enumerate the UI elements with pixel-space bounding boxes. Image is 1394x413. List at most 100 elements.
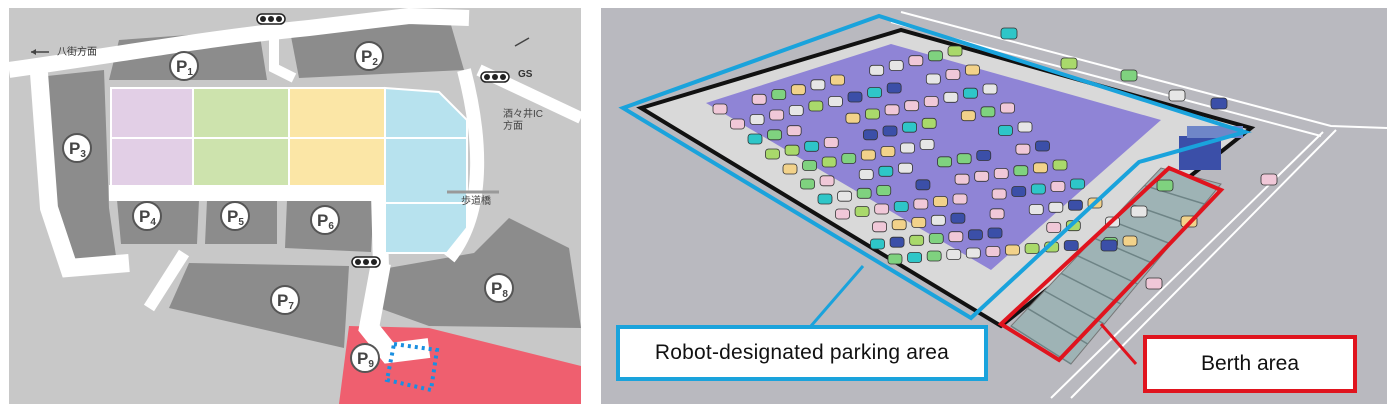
vehicle — [1060, 57, 1078, 70]
road-central — [109, 185, 389, 269]
label-footbridge: 歩道橋 — [461, 194, 491, 207]
vehicle — [1145, 277, 1163, 290]
vehicle — [1120, 69, 1138, 82]
parked-car — [1000, 102, 1015, 114]
parked-car — [946, 249, 962, 260]
parked-car — [767, 129, 782, 141]
parked-car — [863, 129, 878, 141]
parked-car — [712, 103, 728, 115]
lot-badge-subscript: 8 — [502, 289, 508, 300]
parked-car — [1122, 235, 1138, 247]
lot-badge-subscript: 3 — [80, 149, 86, 160]
parked-car — [1046, 222, 1062, 233]
road-east — [443, 68, 485, 263]
parked-car — [854, 206, 870, 217]
lot-badge-subscript: 2 — [372, 57, 378, 68]
robot-area-outline — [618, 13, 1252, 321]
parked-car — [1028, 204, 1044, 215]
lot-badge-p4: P4 — [132, 201, 162, 231]
parked-car — [819, 175, 835, 187]
parked-car — [856, 187, 872, 199]
parked-car — [1017, 121, 1033, 133]
parked-car — [1048, 201, 1064, 213]
parked-car — [790, 84, 806, 96]
parked-car — [858, 169, 874, 180]
parked-car — [1070, 178, 1085, 190]
parked-car — [947, 45, 963, 57]
lot-badge-subscript: 7 — [288, 301, 294, 312]
lot-badge-subscript: 4 — [150, 217, 156, 228]
robot-area-callout: Robot-designated parking area — [616, 325, 988, 381]
parked-car — [786, 125, 802, 137]
parked-car — [993, 168, 1009, 179]
parked-car — [919, 139, 935, 150]
parked-car — [804, 140, 820, 152]
road-line — [1050, 131, 1324, 399]
parked-car — [928, 50, 943, 62]
parked-car — [771, 89, 787, 100]
parked-car — [800, 178, 815, 190]
parked-car — [1015, 143, 1031, 155]
parked-car — [902, 121, 917, 133]
robot-area-label: Robot-designated parking area — [654, 341, 950, 364]
parked-car — [872, 221, 887, 233]
vehicle — [1260, 173, 1278, 186]
parked-car — [1005, 244, 1020, 256]
traffic-signal-icon — [480, 71, 510, 83]
vehicle — [1000, 27, 1018, 40]
parked-car — [865, 108, 880, 120]
road-link — [269, 18, 297, 83]
label-gs: GS — [518, 69, 533, 80]
parked-car — [821, 156, 837, 168]
parked-car — [923, 96, 939, 107]
vehicle — [1130, 205, 1148, 218]
parked-car — [886, 82, 902, 94]
vehicle — [1100, 239, 1118, 252]
robot-area-leader-line — [809, 265, 865, 327]
berth-area-label: Berth area — [1200, 352, 1300, 375]
parked-car — [1063, 240, 1079, 251]
parked-car — [950, 212, 966, 224]
parked-car — [1030, 183, 1046, 195]
parked-car — [837, 190, 852, 202]
parked-car — [860, 149, 876, 161]
lot-badge-p9: P9 — [350, 343, 380, 373]
parked-car — [884, 104, 900, 116]
parked-car — [1052, 159, 1068, 171]
parked-car — [948, 231, 964, 243]
parked-car — [937, 156, 952, 168]
parked-car — [889, 236, 905, 248]
parked-car — [749, 114, 765, 125]
berth-area-callout: Berth area — [1143, 335, 1357, 393]
parked-car — [928, 233, 944, 244]
parked-car — [870, 238, 885, 250]
berth-stripe — [1060, 272, 1122, 305]
parked-car — [965, 64, 980, 76]
parked-car — [913, 198, 929, 210]
lot-badge-p1: P1 — [169, 51, 199, 81]
lot-badge-p3: P3 — [62, 133, 92, 163]
label-ic-line2: 方面 — [503, 119, 523, 132]
lot-area-p8 — [377, 218, 581, 328]
parked-car — [989, 208, 1005, 220]
parked-car — [880, 146, 896, 157]
robot-area-dotted-marker — [384, 341, 440, 393]
parked-car — [802, 160, 817, 171]
label-ic-line1: 酒々井IC — [503, 107, 543, 120]
arrow-up-right-icon — [514, 37, 530, 47]
road-sw — [143, 249, 190, 312]
parked-car — [823, 137, 839, 148]
parked-car — [830, 74, 845, 86]
parked-car — [963, 87, 978, 99]
traffic-signal-icon — [351, 256, 381, 268]
berth-stripe — [1077, 255, 1138, 285]
lot-badge-subscript: 5 — [238, 217, 244, 228]
parked-car — [904, 100, 920, 112]
parked-car — [784, 144, 800, 156]
berth-stripe — [1043, 290, 1105, 325]
lot-badge-subscript: 1 — [187, 67, 193, 78]
parked-car — [887, 253, 903, 265]
